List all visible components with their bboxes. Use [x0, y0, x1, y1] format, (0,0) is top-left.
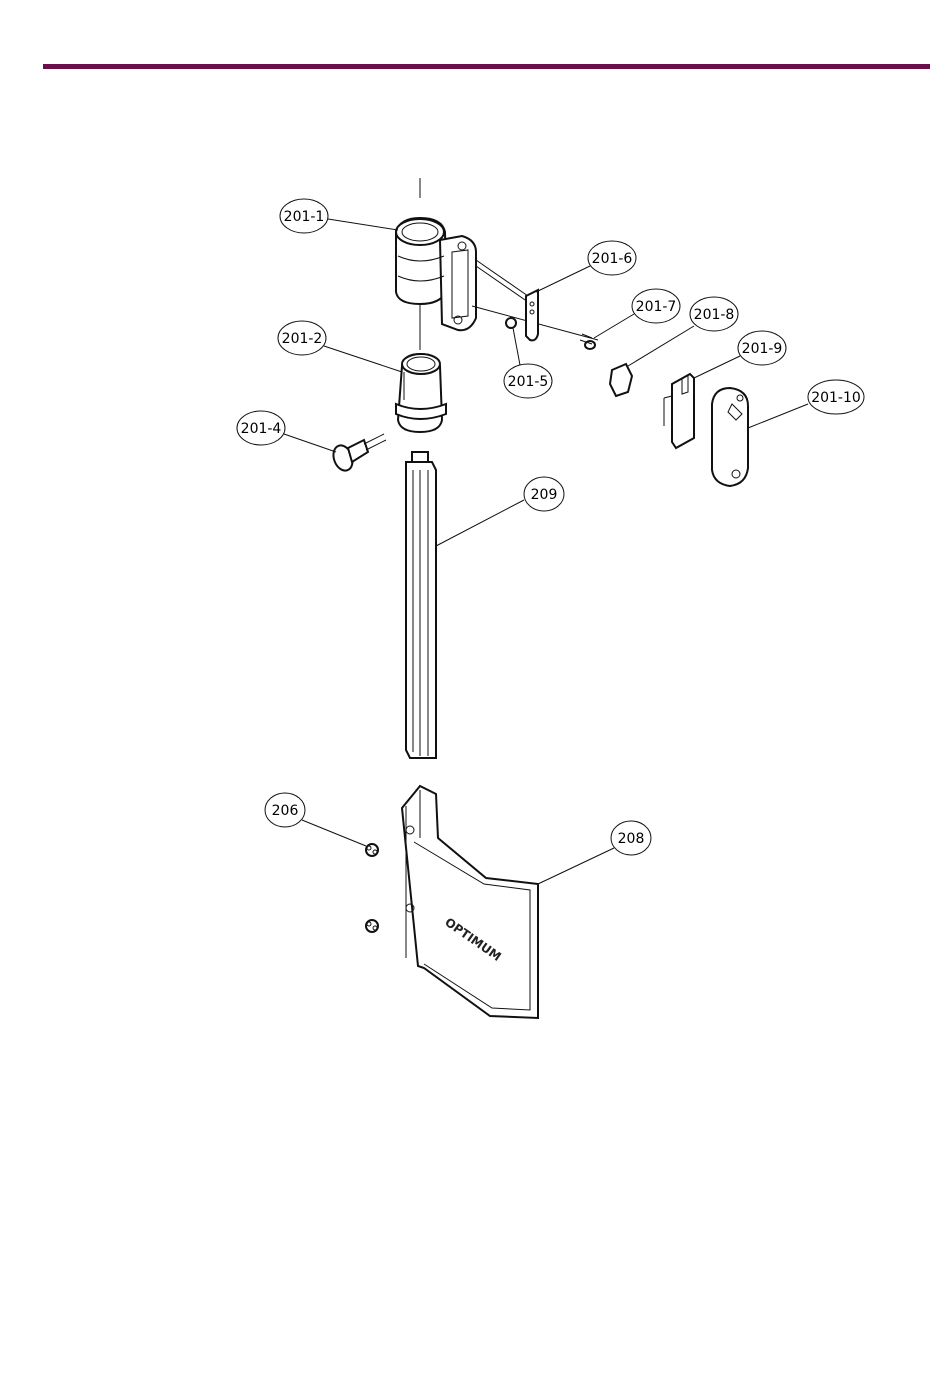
svg-text:201-6: 201-6: [592, 251, 633, 267]
svg-text:209: 209: [531, 487, 558, 503]
callout-201-1: 201-1: [280, 199, 398, 233]
part-201-10-hook: [712, 388, 748, 486]
part-209-upright: [406, 452, 436, 758]
callout-201-10: 201-10: [748, 380, 864, 428]
callout-201-6: 201-6: [536, 241, 636, 292]
svg-text:201-10: 201-10: [811, 390, 861, 406]
part-208-plate: OPTIMUM: [402, 786, 538, 1018]
svg-text:201-8: 201-8: [694, 307, 735, 323]
callout-201-7: 201-7: [594, 289, 680, 338]
callout-206: 206: [265, 793, 366, 846]
callout-208: 208: [538, 821, 651, 884]
part-201-5-ball: [506, 318, 516, 328]
svg-text:208: 208: [618, 831, 645, 847]
callout-201-2: 201-2: [278, 321, 402, 372]
svg-text:201-9: 201-9: [742, 341, 783, 357]
svg-text:201-5: 201-5: [508, 374, 549, 390]
part-201-8-pad: [610, 364, 632, 396]
callout-201-9: 201-9: [694, 331, 786, 378]
part-201-4-knob: [330, 434, 386, 473]
part-201-1-clamp: [396, 218, 598, 340]
callout-209: 209: [436, 477, 564, 546]
part-201-2-sleeve: [396, 354, 446, 432]
part-206-screws: [366, 844, 378, 932]
svg-text:201-4: 201-4: [241, 421, 282, 437]
svg-text:201-2: 201-2: [282, 331, 323, 347]
part-201-6-bracket: [526, 290, 538, 340]
svg-text:201-7: 201-7: [636, 299, 677, 315]
svg-text:201-1: 201-1: [284, 209, 325, 225]
part-201-9-bracket: [664, 374, 694, 448]
callout-201-4: 201-4: [237, 411, 336, 452]
svg-text:206: 206: [272, 803, 299, 819]
